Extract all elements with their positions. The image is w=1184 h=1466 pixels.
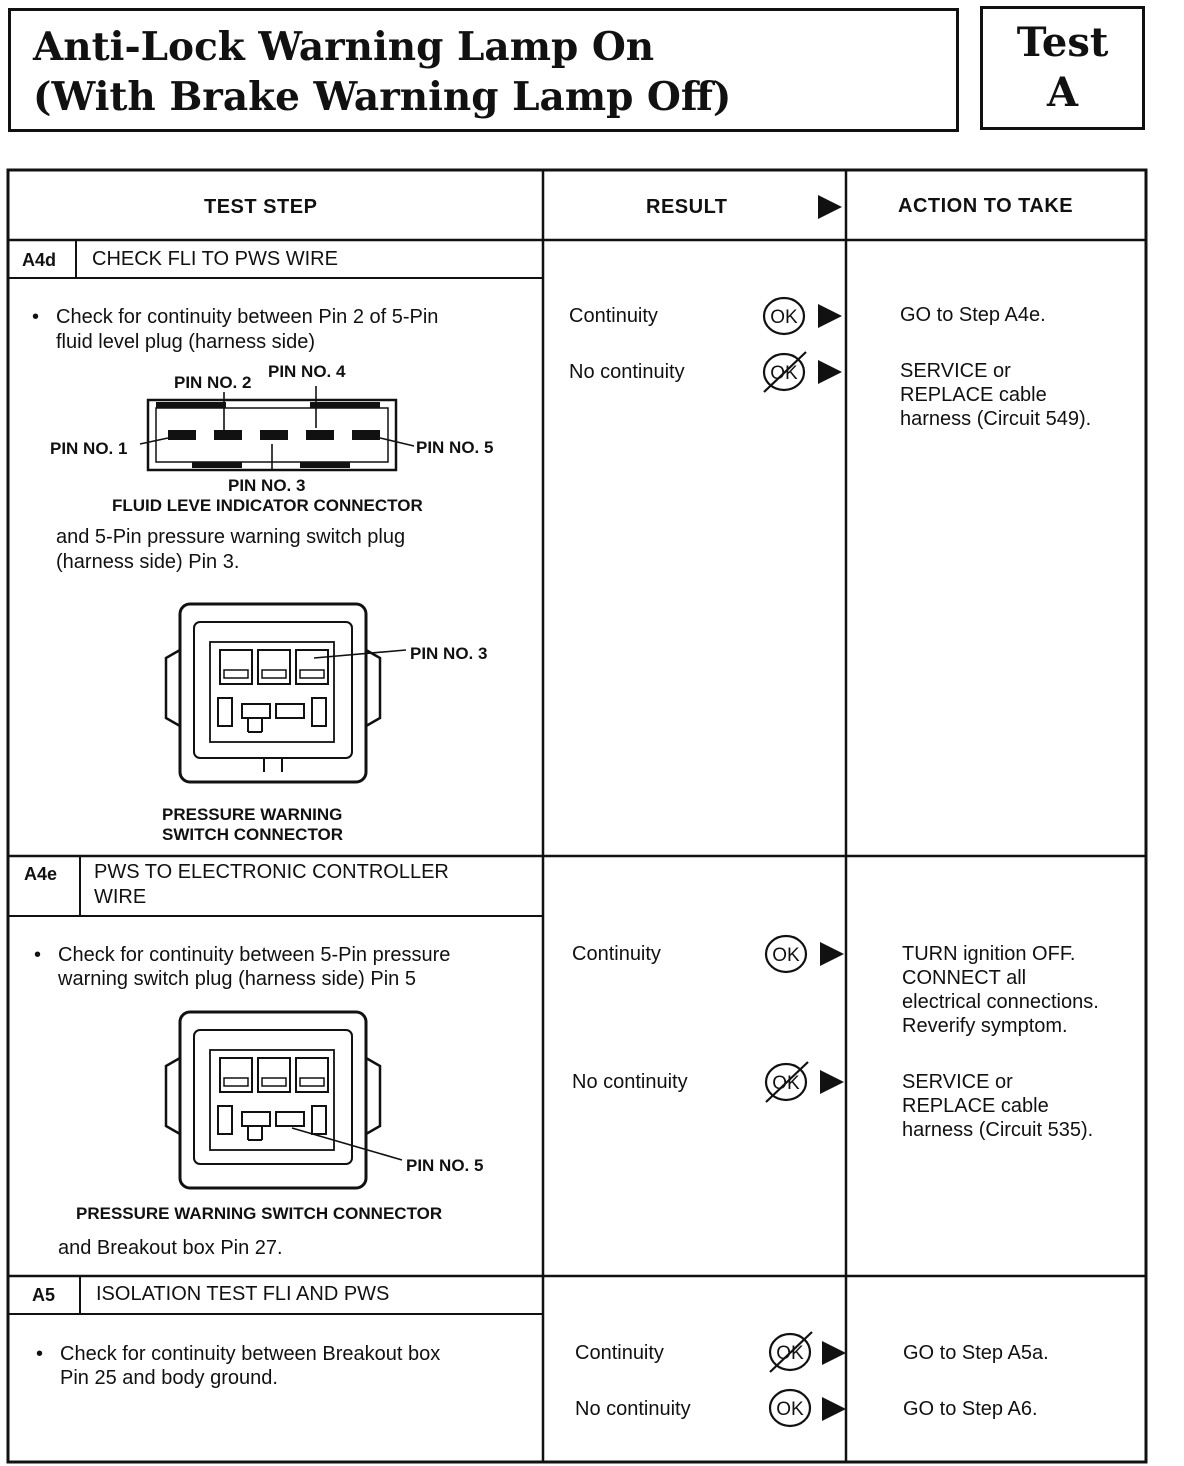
column-header-test-step: TEST STEP <box>204 196 318 218</box>
result-a4d-continuity: Continuity <box>569 305 658 327</box>
continuation-a4d-line1: and 5-Pin pressure warning switch plug <box>56 526 406 548</box>
title-box: Anti-Lock Warning Lamp On (With Brake Wa… <box>8 8 959 132</box>
action-a4d-no-continuity-line2: REPLACE cable <box>900 384 1047 406</box>
ok-badge-text: OK <box>776 1399 804 1420</box>
pws-connector-diagram-2 <box>164 1010 403 1190</box>
result-a4d-no-continuity: No continuity <box>569 361 685 383</box>
action-a5-no-continuity-line1: GO to Step A6. <box>903 1398 1038 1420</box>
step-title-a4e-line1: PWS TO ELECTRONIC CONTROLLER <box>94 861 449 883</box>
test-word: Test <box>1016 19 1109 66</box>
continuation-a4e: and Breakout box Pin 27. <box>58 1237 283 1259</box>
step-title-a4d: CHECK FLI TO PWS WIRE <box>92 248 338 270</box>
fli-pin1-label: PIN NO. 1 <box>50 439 128 458</box>
arrow-icon <box>818 360 842 384</box>
pws-caption-a4d-line1: PRESSURE WARNING <box>162 805 343 824</box>
step-id-a5: A5 <box>32 1285 56 1305</box>
fli-pin2-label: PIN NO. 2 <box>174 373 252 392</box>
arrow-icon <box>818 304 842 328</box>
action-a4e-continuity-line1: TURN ignition OFF. <box>902 943 1076 965</box>
ok-badge-text: OK <box>772 945 800 966</box>
instruction-a4d-line2: fluid level plug (harness side) <box>56 331 316 353</box>
result-a5-continuity: Continuity <box>575 1342 664 1364</box>
pws-pin3-label: PIN NO. 3 <box>410 644 488 663</box>
not-ok-badge-icon: OK <box>768 1331 813 1373</box>
action-a4d-no-continuity-line3: harness (Circuit 549). <box>900 408 1092 430</box>
pws-pin5-label: PIN NO. 5 <box>406 1156 484 1175</box>
column-header-result: RESULT <box>646 196 728 218</box>
pws-connector-diagram-1 <box>164 602 407 784</box>
result-a4e-no-continuity: No continuity <box>572 1071 688 1093</box>
step-title-a5: ISOLATION TEST FLI AND PWS <box>96 1283 390 1305</box>
ok-badge-icon: OK <box>768 1388 812 1428</box>
instruction-a4d-line1: Check for continuity between Pin 2 of 5-… <box>32 305 438 330</box>
instruction-a4e-line1: Check for continuity between 5-Pin press… <box>34 943 450 968</box>
ok-badge-icon: OK <box>764 934 808 974</box>
fli-connector-diagram <box>146 398 398 472</box>
ok-badge-text: OK <box>770 307 798 328</box>
action-a4e-no-continuity-line2: REPLACE cable <box>902 1095 1049 1117</box>
not-ok-badge-icon: OK <box>762 351 807 393</box>
instruction-a4e-line2: warning switch plug (harness side) Pin 5 <box>58 968 416 990</box>
action-a4e-continuity-line4: Reverify symptom. <box>902 1015 1068 1037</box>
action-a4e-no-continuity-line3: harness (Circuit 535). <box>902 1119 1094 1141</box>
continuation-a4d-line2: (harness side) Pin 3. <box>56 551 240 573</box>
action-a4d-continuity-line1: GO to Step A4e. <box>900 304 1046 326</box>
test-id-box: Test A <box>980 6 1145 130</box>
pws-caption-a4e: PRESSURE WARNING SWITCH CONNECTOR <box>76 1204 443 1223</box>
fli-pin3-label: PIN NO. 3 <box>228 476 306 495</box>
step-title-a4e-line2: WIRE <box>94 886 147 908</box>
arrow-icon <box>822 1397 846 1421</box>
page-title-line2: (With Brake Warning Lamp Off) <box>33 74 732 120</box>
result-a5-no-continuity: No continuity <box>575 1398 691 1420</box>
page-title-line1: Anti-Lock Warning Lamp On <box>33 24 655 70</box>
column-header-action: ACTION TO TAKE <box>898 195 1074 217</box>
pws-caption-a4d-line2: SWITCH CONNECTOR <box>162 825 344 844</box>
action-a4e-continuity-line2: CONNECT all <box>902 967 1027 989</box>
action-a4d-no-continuity-line1: SERVICE or <box>900 360 1011 382</box>
action-a4e-continuity-line3: electrical connections. <box>902 991 1099 1013</box>
instruction-a5-line1: Check for continuity between Breakout bo… <box>36 1342 440 1367</box>
fli-pin5-label: PIN NO. 5 <box>416 438 494 457</box>
arrow-icon <box>820 942 844 966</box>
step-id-a4d: A4d <box>22 250 57 270</box>
action-a4e-no-continuity-line1: SERVICE or <box>902 1071 1013 1093</box>
step-id-a4e: A4e <box>24 864 58 884</box>
arrow-icon <box>822 1341 846 1365</box>
result-a4e-continuity: Continuity <box>572 943 661 965</box>
fli-pin4-label: PIN NO. 4 <box>268 362 346 381</box>
test-letter: A <box>1046 69 1079 116</box>
result-arrow-icon <box>818 195 842 219</box>
arrow-icon <box>820 1070 844 1094</box>
not-ok-badge-icon: OK <box>764 1061 809 1103</box>
instruction-a5-line2: Pin 25 and body ground. <box>60 1367 278 1389</box>
action-a5-continuity-line1: GO to Step A5a. <box>903 1342 1049 1364</box>
ok-badge-icon: OK <box>762 296 806 336</box>
fli-connector-caption: FLUID LEVE INDICATOR CONNECTOR <box>112 496 423 515</box>
